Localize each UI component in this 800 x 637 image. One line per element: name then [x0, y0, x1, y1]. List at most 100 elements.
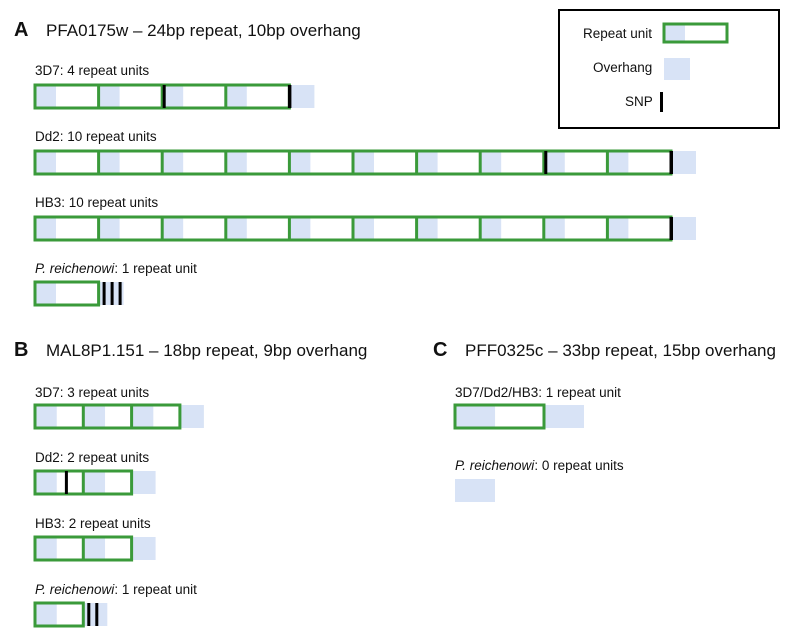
panel-c-letter: C: [433, 339, 447, 361]
unit-overhang-fill: [543, 217, 565, 240]
track-label: Dd2: 10 repeat units: [35, 129, 157, 144]
unit-overhang-fill: [416, 151, 438, 174]
species-name: P. reichenowi: [455, 458, 535, 473]
repeat-array-outline: [33, 601, 85, 628]
unit-overhang-fill: [35, 217, 56, 240]
unit-overhang-fill: [225, 217, 247, 240]
legend-overhang-label: Overhang: [593, 60, 652, 75]
snp-marker: [544, 151, 548, 174]
repeat-count-text: : 0 repeat units: [534, 458, 624, 473]
trailing-overhang: [671, 217, 696, 240]
snp-marker: [87, 603, 91, 626]
unit-overhang-fill: [162, 217, 184, 240]
legend-repeat-box: [662, 22, 729, 44]
trailing-overhang: [289, 85, 315, 108]
track-b-4: P. reichenowi: 1 repeat unit: [33, 582, 197, 628]
track-label: HB3: 10 repeat units: [35, 195, 158, 210]
unit-overhang-fill: [607, 217, 629, 240]
unit-overhang-fill: [480, 151, 502, 174]
unit-overhang-fill: [131, 405, 154, 428]
unit-overhang-fill: [35, 537, 57, 560]
repeat-array-outline: [33, 403, 182, 430]
trailing-overhang: [179, 405, 204, 428]
track-b-3: HB3: 2 repeat units: [33, 516, 156, 562]
track-label: 3D7: 4 repeat units: [35, 63, 149, 78]
track-label: P. reichenowi: 1 repeat unit: [35, 261, 197, 276]
legend-repeat-unit-label: Repeat unit: [583, 26, 652, 41]
unit-overhang-fill: [416, 217, 438, 240]
track-label: 3D7/Dd2/HB3: 1 repeat unit: [455, 385, 621, 400]
panel-a-letter: A: [14, 19, 28, 41]
unit-overhang-fill: [35, 85, 56, 108]
unit-overhang-fill: [480, 217, 502, 240]
snp-marker: [162, 85, 166, 108]
snp-marker: [110, 282, 114, 305]
unit-overhang-fill: [35, 151, 56, 174]
trailing-overhang: [131, 537, 156, 560]
legend-snp-swatch: [660, 92, 663, 112]
panel-a-title: PFA0175w – 24bp repeat, 10bp overhang: [46, 21, 361, 40]
track-c-2: P. reichenowi: 0 repeat units: [455, 458, 624, 502]
snp-marker: [669, 217, 673, 240]
unit-overhang-fill: [35, 471, 57, 494]
unit-overhang-fill: [35, 405, 57, 428]
panel-b-letter: B: [14, 339, 28, 361]
track-label: Dd2: 2 repeat units: [35, 450, 149, 465]
unit-overhang-fill: [353, 217, 374, 240]
unit-overhang-fill: [83, 537, 106, 560]
track-label: P. reichenowi: 1 repeat unit: [35, 582, 197, 597]
track-b-1: 3D7: 3 repeat units: [33, 385, 204, 430]
panel-c-tracks: 3D7/Dd2/HB3: 1 repeat unit P. reichenowi:…: [453, 385, 624, 502]
unit-overhang-fill: [98, 85, 120, 108]
track-a-3: HB3: 10 repeat units: [33, 195, 696, 242]
unit-overhang-fill: [83, 471, 106, 494]
panel-b-title: MAL8P1.151 – 18bp repeat, 9bp overhang: [46, 341, 367, 360]
unit-overhang-fill: [35, 603, 57, 626]
repeat-count-text: : 1 repeat unit: [114, 582, 197, 597]
track-a-1: 3D7: 4 repeat units: [33, 63, 315, 110]
unit-overhang-fill: [289, 151, 311, 174]
trailing-overhang: [455, 479, 495, 502]
legend-border: [558, 9, 780, 129]
unit-overhang-fill: [353, 151, 374, 174]
trailing-overhang: [544, 405, 584, 428]
panel-c-title: PFF0325c – 33bp repeat, 15bp overhang: [465, 341, 776, 360]
track-c-1: 3D7/Dd2/HB3: 1 repeat unit: [453, 385, 621, 430]
legend-repeat-unit-swatch: [662, 22, 729, 44]
unit-overhang-fill: [607, 151, 629, 174]
species-name: P. reichenowi: [35, 261, 115, 276]
trailing-overhang: [131, 471, 156, 494]
unit-overhang-fill: [289, 217, 311, 240]
legend-snp-label: SNP: [625, 94, 653, 109]
repeat-count-text: : 1 repeat unit: [114, 261, 197, 276]
snp-marker: [669, 151, 673, 174]
legend: Repeat unit Overhang SNP: [558, 9, 780, 129]
unit-overhang-fill: [543, 151, 565, 174]
track-label: HB3: 2 repeat units: [35, 516, 151, 531]
snp-marker: [102, 282, 106, 305]
unit-overhang-fill: [225, 151, 247, 174]
repeat-array-outline: [33, 280, 101, 307]
snp-marker: [64, 471, 68, 494]
unit-overhang-fill: [162, 85, 184, 108]
track-b-2: Dd2: 2 repeat units: [33, 450, 156, 496]
unit-overhang-fill: [455, 405, 496, 428]
track-a-4: P. reichenowi: 1 repeat unit: [33, 261, 197, 307]
legend-repeat-overhang-part: [664, 24, 685, 42]
species-name: P. reichenowi: [35, 582, 115, 597]
snp-marker: [95, 603, 99, 626]
legend-overhang-swatch: [664, 58, 690, 80]
track-label: 3D7: 3 repeat units: [35, 385, 149, 400]
unit-overhang-fill: [225, 85, 247, 108]
unit-overhang-fill: [83, 405, 106, 428]
track-label: P. reichenowi: 0 repeat units: [455, 458, 624, 473]
unit-overhang-fill: [162, 151, 184, 174]
repeat-array-outline: [453, 403, 546, 430]
snp-marker: [118, 282, 122, 305]
unit-overhang-fill: [98, 217, 120, 240]
track-a-2: Dd2: 10 repeat units: [33, 129, 696, 176]
snp-marker: [287, 85, 292, 108]
